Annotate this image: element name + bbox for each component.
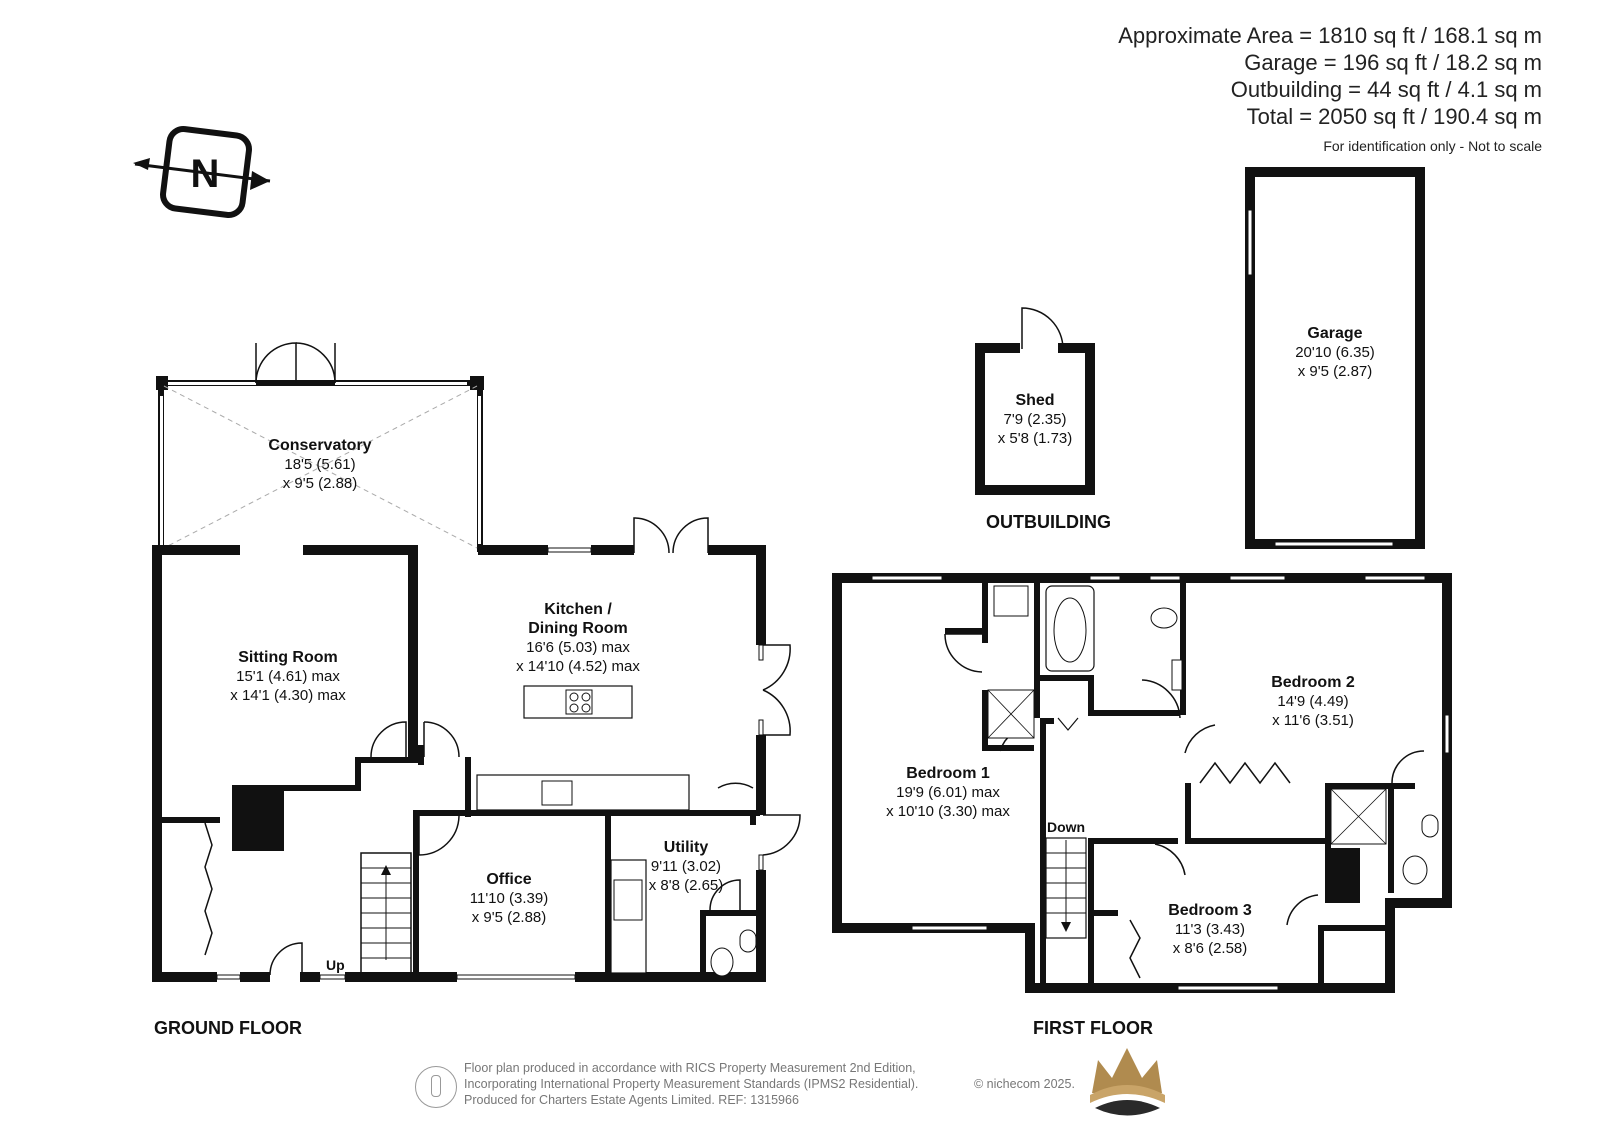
north-compass-icon: N	[133, 126, 271, 218]
kitchen-name-line2: Dining Room	[528, 620, 628, 637]
kitchen-dim1: 16'6 (5.03) max	[526, 639, 630, 656]
outbuilding-label: OUTBUILDING	[986, 512, 1111, 532]
area-summary: Approximate Area = 1810 sq ft / 168.1 sq…	[1118, 22, 1542, 154]
bedroom2-name: Bedroom 2	[1271, 674, 1355, 691]
ground-floor-plan	[152, 342, 801, 982]
garage-plan	[1245, 167, 1425, 549]
first-floor-plan	[832, 573, 1452, 993]
approximate-area: Approximate Area = 1810 sq ft / 168.1 sq…	[1118, 23, 1542, 48]
rics-person-icon	[415, 1066, 457, 1108]
garage-name: Garage	[1307, 325, 1362, 342]
office-name: Office	[486, 871, 531, 888]
office-dim2: x 9'5 (2.88)	[472, 909, 547, 926]
kitchen-dim2: x 14'10 (4.52) max	[516, 658, 640, 675]
sitting-room-dim2: x 14'1 (4.30) max	[230, 687, 346, 704]
total-area: Total = 2050 sq ft / 190.4 sq m	[1246, 104, 1542, 129]
bedroom2-dim2: x 11'6 (3.51)	[1272, 712, 1354, 729]
bedroom3-dim2: x 8'6 (2.58)	[1173, 940, 1248, 957]
garage-area: Garage = 196 sq ft / 18.2 sq m	[1244, 50, 1542, 75]
scale-note: For identification only - Not to scale	[1323, 138, 1542, 154]
conservatory-dim1: 18'5 (5.61)	[284, 456, 355, 473]
footer-line2: Incorporating International Property Mea…	[464, 1077, 919, 1091]
compass-letter: N	[191, 152, 220, 196]
shed-plan	[975, 307, 1095, 495]
first-floor-label: FIRST FLOOR	[1033, 1018, 1153, 1038]
footer-line1: Floor plan produced in accordance with R…	[464, 1061, 916, 1075]
ground-floor-label: GROUND FLOOR	[154, 1018, 302, 1038]
bedroom1-dim1: 19'9 (6.01) max	[896, 784, 1000, 801]
floor-labels: GROUND FLOOR FIRST FLOOR OUTBUILDING Up …	[154, 512, 1153, 1038]
shed-dim1: 7'9 (2.35)	[1004, 411, 1067, 428]
garage-dim2: x 9'5 (2.87)	[1298, 363, 1373, 380]
office-dim1: 11'10 (3.39)	[470, 890, 548, 907]
sitting-room-name: Sitting Room	[238, 649, 338, 666]
garage-dim1: 20'10 (6.35)	[1295, 344, 1375, 361]
kitchen-name-line1: Kitchen /	[544, 601, 612, 618]
shed-dim2: x 5'8 (1.73)	[998, 430, 1073, 447]
footer-text: Floor plan produced in accordance with R…	[464, 1060, 1075, 1108]
conservatory-name: Conservatory	[268, 437, 371, 454]
shed-name: Shed	[1015, 392, 1054, 409]
bedroom3-dim1: 11'3 (3.43)	[1175, 921, 1245, 938]
stairs-up-label: Up	[326, 957, 345, 973]
conservatory-dim2: x 9'5 (2.88)	[283, 475, 358, 492]
utility-dim2: x 8'8 (2.65)	[649, 877, 724, 894]
footer-line3: Produced for Charters Estate Agents Limi…	[464, 1093, 799, 1107]
bedroom3-name: Bedroom 3	[1168, 902, 1252, 919]
crown-logo-icon	[1090, 1048, 1165, 1116]
bedroom2-dim1: 14'9 (4.49)	[1277, 693, 1348, 710]
room-labels: Conservatory 18'5 (5.61) x 9'5 (2.88) Si…	[230, 325, 1375, 957]
utility-dim1: 9'11 (3.02)	[651, 858, 721, 875]
outbuilding-area: Outbuilding = 44 sq ft / 4.1 sq m	[1230, 77, 1542, 102]
stairs-down-label: Down	[1047, 819, 1085, 835]
bedroom1-dim2: x 10'10 (3.30) max	[886, 803, 1010, 820]
footer-copyright: © nichecom 2025.	[974, 1077, 1075, 1091]
utility-name: Utility	[664, 839, 709, 856]
bedroom1-name: Bedroom 1	[906, 765, 990, 782]
sitting-room-dim1: 15'1 (4.61) max	[236, 668, 340, 685]
